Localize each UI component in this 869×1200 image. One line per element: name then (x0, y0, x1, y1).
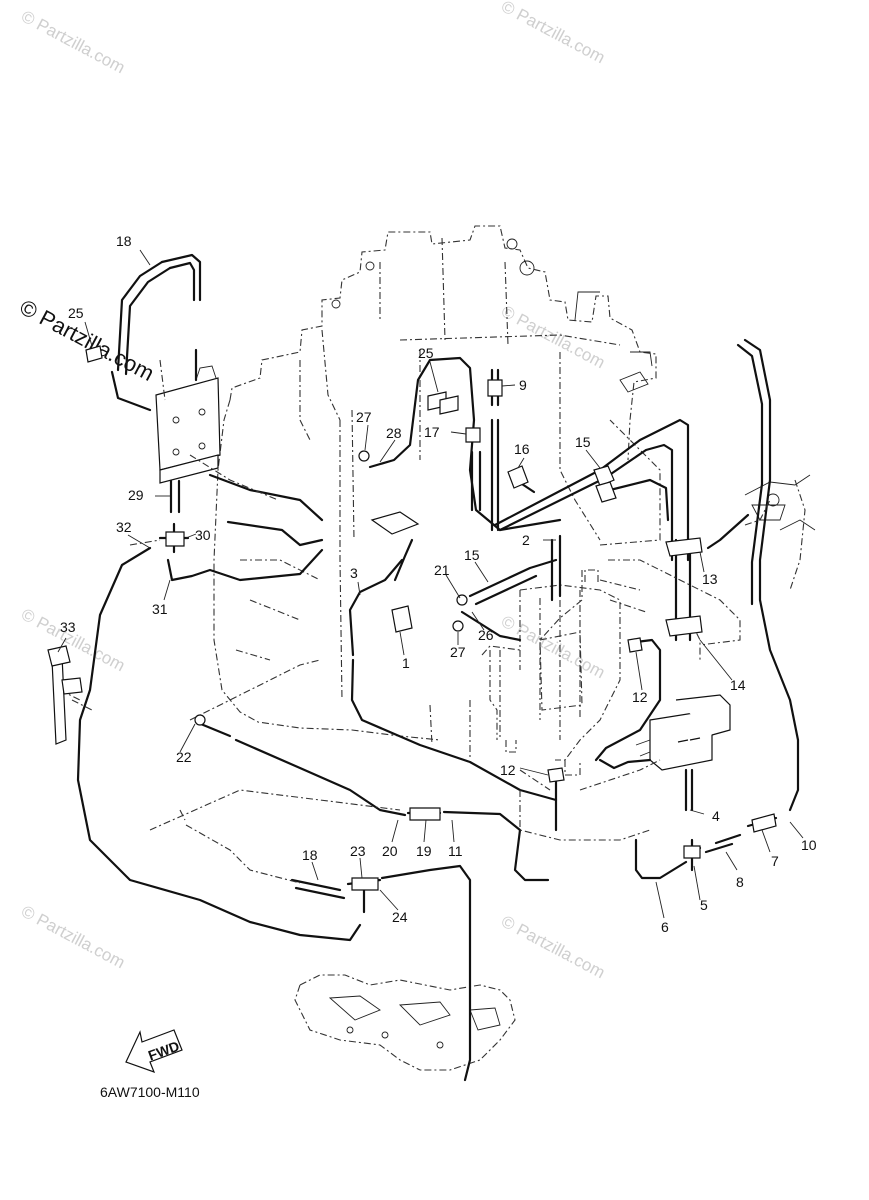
callout-11: 11 (448, 843, 463, 859)
callout-15: 14 (730, 677, 746, 693)
watermark: © Partzilla.com (18, 902, 128, 973)
callout-24: 24 (392, 909, 408, 925)
small-parts (47, 345, 777, 891)
callout-22: 18 (302, 847, 318, 863)
callout-12: 12 (500, 762, 516, 778)
watermark: © Partzilla.com (18, 7, 128, 78)
callout-1: 1 (402, 655, 410, 671)
callout-4: 4 (712, 808, 720, 824)
callout-23: 23 (350, 843, 366, 859)
fwd-arrow: FWD (125, 1029, 183, 1074)
watermark: © Partzilla.com (498, 612, 608, 683)
callout-3: 3 (350, 565, 358, 581)
hose-network (76, 253, 800, 1082)
callout-7: 7 (771, 853, 779, 869)
callout-8: 8 (736, 874, 744, 890)
callout-9: 9 (519, 377, 527, 393)
leader-lines (57, 249, 804, 919)
callout-30: 30 (195, 527, 211, 543)
callout-5: 5 (700, 897, 708, 913)
callout-18: 21 (434, 562, 450, 578)
callout-12: 12 (632, 689, 648, 705)
vapor-canister (635, 694, 731, 771)
callout-29: 29 (128, 487, 144, 503)
callout-6: 6 (661, 919, 669, 935)
callout-27: 27 (356, 409, 372, 425)
callout-31: 31 (152, 601, 168, 617)
callout-18: 22 (176, 749, 192, 765)
callout-21: 18 (116, 233, 132, 249)
engine-block-outline (213, 225, 661, 760)
callout-17: 15 (464, 547, 480, 563)
callout-28: 28 (386, 425, 402, 441)
callout-16: 15 (575, 434, 591, 450)
callout-19: 16 (514, 441, 530, 457)
callout-13: 19 (416, 843, 432, 859)
callout-20: 17 (424, 424, 440, 440)
callout-27: 27 (450, 644, 466, 660)
watermark-prominent: © Partzilla.com (16, 294, 159, 386)
callout-33: 33 (60, 619, 76, 635)
fuel-filter-bracket (155, 365, 221, 484)
callout-10: 10 (801, 837, 817, 853)
lower-cowling-outline (294, 974, 516, 1071)
callout-15: 13 (702, 571, 718, 587)
diagram-code: 6AW7100-M110 (100, 1084, 200, 1100)
callout-25: 25 (68, 305, 84, 321)
callout-2: 2 (522, 532, 530, 548)
watermark: © Partzilla.com (18, 605, 128, 676)
watermark: © Partzilla.com (498, 912, 608, 983)
callout-labels: 18 25 25 9 27 28 17 16 15 29 30 32 31 2 … (60, 233, 817, 935)
watermark: © Partzilla.com (498, 0, 608, 67)
callout-14: 20 (382, 843, 398, 859)
watermark: © Partzilla.com (498, 302, 608, 373)
callout-25: 25 (418, 345, 434, 361)
vapor-separator-assembly (481, 569, 621, 776)
callout-32: 32 (116, 519, 132, 535)
callout-26: 26 (478, 627, 494, 643)
dashed-guides (59, 359, 771, 884)
